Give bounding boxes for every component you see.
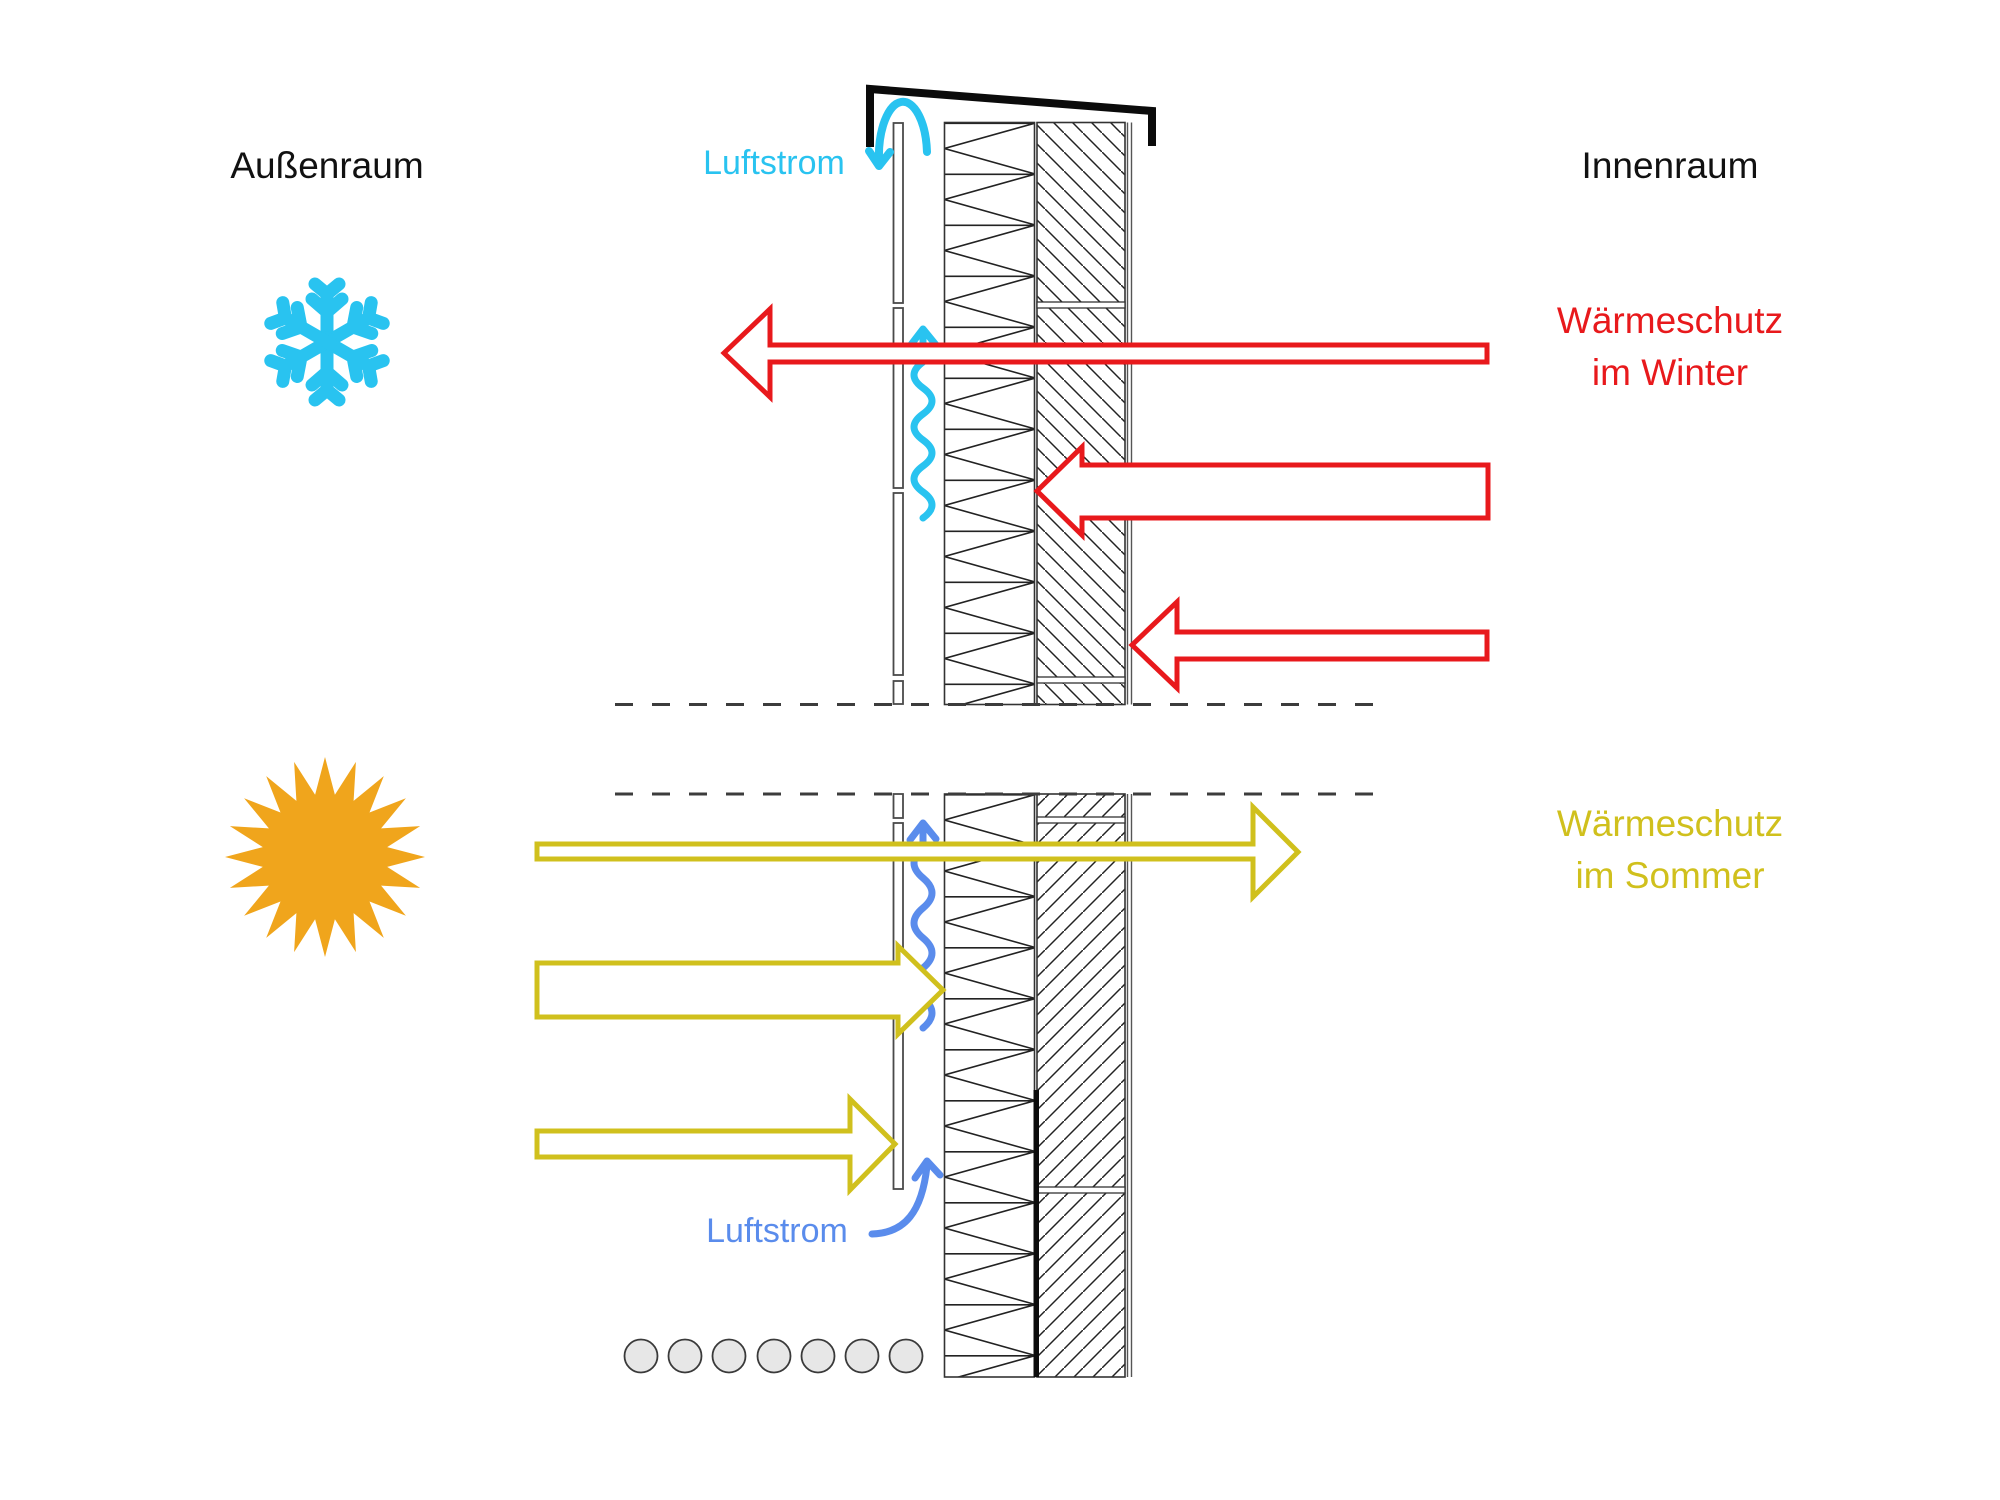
circle-symbol	[756, 1338, 792, 1374]
summer-heat-arrow-2	[534, 940, 947, 1040]
circle-symbol-row	[623, 1338, 924, 1374]
cavity-airflow-arrow-upper	[910, 329, 936, 522]
circle-symbol	[711, 1338, 747, 1374]
winter-heat-label: Wärmeschutz im Winter	[1557, 300, 1783, 393]
circle-symbol	[800, 1338, 836, 1374]
section-break-lines	[615, 703, 1390, 796]
airflow-arc-over-cladding	[874, 97, 931, 164]
airflow-curved-arrow-bottom	[868, 1162, 931, 1238]
airflow-label-bottom: Luftstrom	[706, 1212, 848, 1250]
wall-section-lower	[892, 793, 1133, 1378]
outdoor-zone-label: Außenraum	[230, 145, 423, 186]
insulation-layer-lower	[943, 793, 1036, 1378]
circle-symbol	[844, 1338, 880, 1374]
masonry-layer-lower	[1036, 793, 1126, 1378]
airflow-label-top: Luftstrom	[703, 144, 845, 182]
summer-heat-label-line1: Wärmeschutz	[1557, 803, 1783, 844]
coping-flashing	[866, 84, 1156, 147]
winter-heat-arrow-1	[720, 303, 1490, 403]
circle-symbol	[623, 1338, 659, 1374]
sun-icon	[225, 757, 425, 957]
cavity-airflow-arrowhead-lower	[906, 819, 940, 844]
airflow-arc-arrowhead	[865, 147, 894, 170]
winter-heat-arrows	[720, 303, 1491, 694]
summer-heat-label-line2: im Sommer	[1575, 855, 1764, 896]
masonry-layer-upper	[1036, 121, 1126, 706]
winter-heat-label-line1: Wärmeschutz	[1557, 300, 1783, 341]
interior-face-upper	[1126, 122, 1133, 705]
snowflake-icon	[264, 277, 390, 407]
indoor-zone-label: Innenraum	[1582, 145, 1759, 186]
cavity-airflow-arrowhead-upper	[906, 325, 940, 350]
winter-heat-arrow-2	[1033, 441, 1491, 541]
airflow-curved-arrowhead-bottom	[911, 1157, 944, 1182]
summer-heat-arrow-1	[534, 800, 1302, 904]
cladding-panels-upper	[892, 122, 904, 705]
airflow-graphics-top	[865, 97, 940, 522]
circle-symbol	[888, 1338, 924, 1374]
circle-symbol	[667, 1338, 703, 1374]
summer-heat-arrows	[534, 800, 1302, 1197]
winter-heat-arrow-3	[1128, 596, 1490, 694]
interior-face-lower	[1126, 794, 1133, 1377]
masonry-joints-upper	[1036, 301, 1126, 684]
summer-heat-arrow-3	[534, 1092, 899, 1197]
sealing-layer-dark	[1033, 1090, 1039, 1377]
insulation-layer-upper	[943, 121, 1036, 706]
wall-section-upper	[866, 84, 1156, 706]
summer-heat-label: Wärmeschutz im Sommer	[1557, 803, 1783, 896]
winter-heat-label-line2: im Winter	[1592, 352, 1748, 393]
